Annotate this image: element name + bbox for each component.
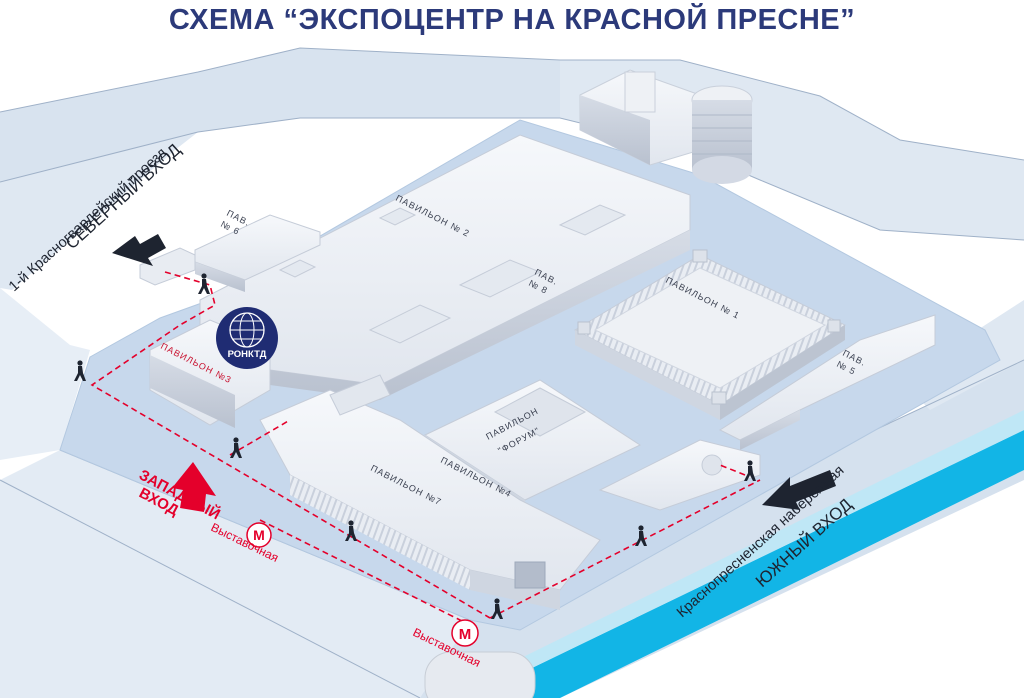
metro-letter-south: М	[459, 626, 472, 643]
pedestrian-icon	[744, 460, 756, 481]
walking-routes	[90, 271, 761, 626]
south-entrance-arrow	[762, 470, 836, 510]
pavilion-7-building	[259, 374, 601, 610]
pedestrian-icon	[74, 360, 86, 381]
metro-letter-west: М	[253, 527, 265, 543]
pedestrian-icon	[230, 437, 242, 458]
west-entrance-arrow	[172, 462, 216, 512]
pavilion-1-building	[573, 249, 847, 420]
pedestrian-icon	[345, 520, 357, 541]
metro-icon	[451, 619, 479, 647]
embankment	[440, 410, 1024, 698]
grounds	[59, 119, 1001, 631]
pavilion-2-building	[199, 134, 691, 400]
south-gate	[598, 439, 761, 511]
pedestrian-icon	[491, 598, 503, 619]
ronktd-logo: РОНКТД	[216, 307, 278, 369]
pedestrian-icon	[198, 273, 210, 294]
metro-icon	[246, 522, 272, 548]
pedestrian-icons	[74, 273, 756, 619]
pavilion-5-building	[718, 314, 936, 450]
north-entrance-arrow	[112, 234, 166, 266]
upper-buildings	[579, 69, 753, 184]
north-gate	[139, 247, 196, 286]
map-title: СХЕМА “ЭКСПОЦЕНТР НА КРАСНОЙ ПРЕСНЕ”	[168, 4, 856, 36]
logo-text: РОНКТД	[228, 349, 267, 360]
pedestrian-icon	[635, 525, 647, 546]
